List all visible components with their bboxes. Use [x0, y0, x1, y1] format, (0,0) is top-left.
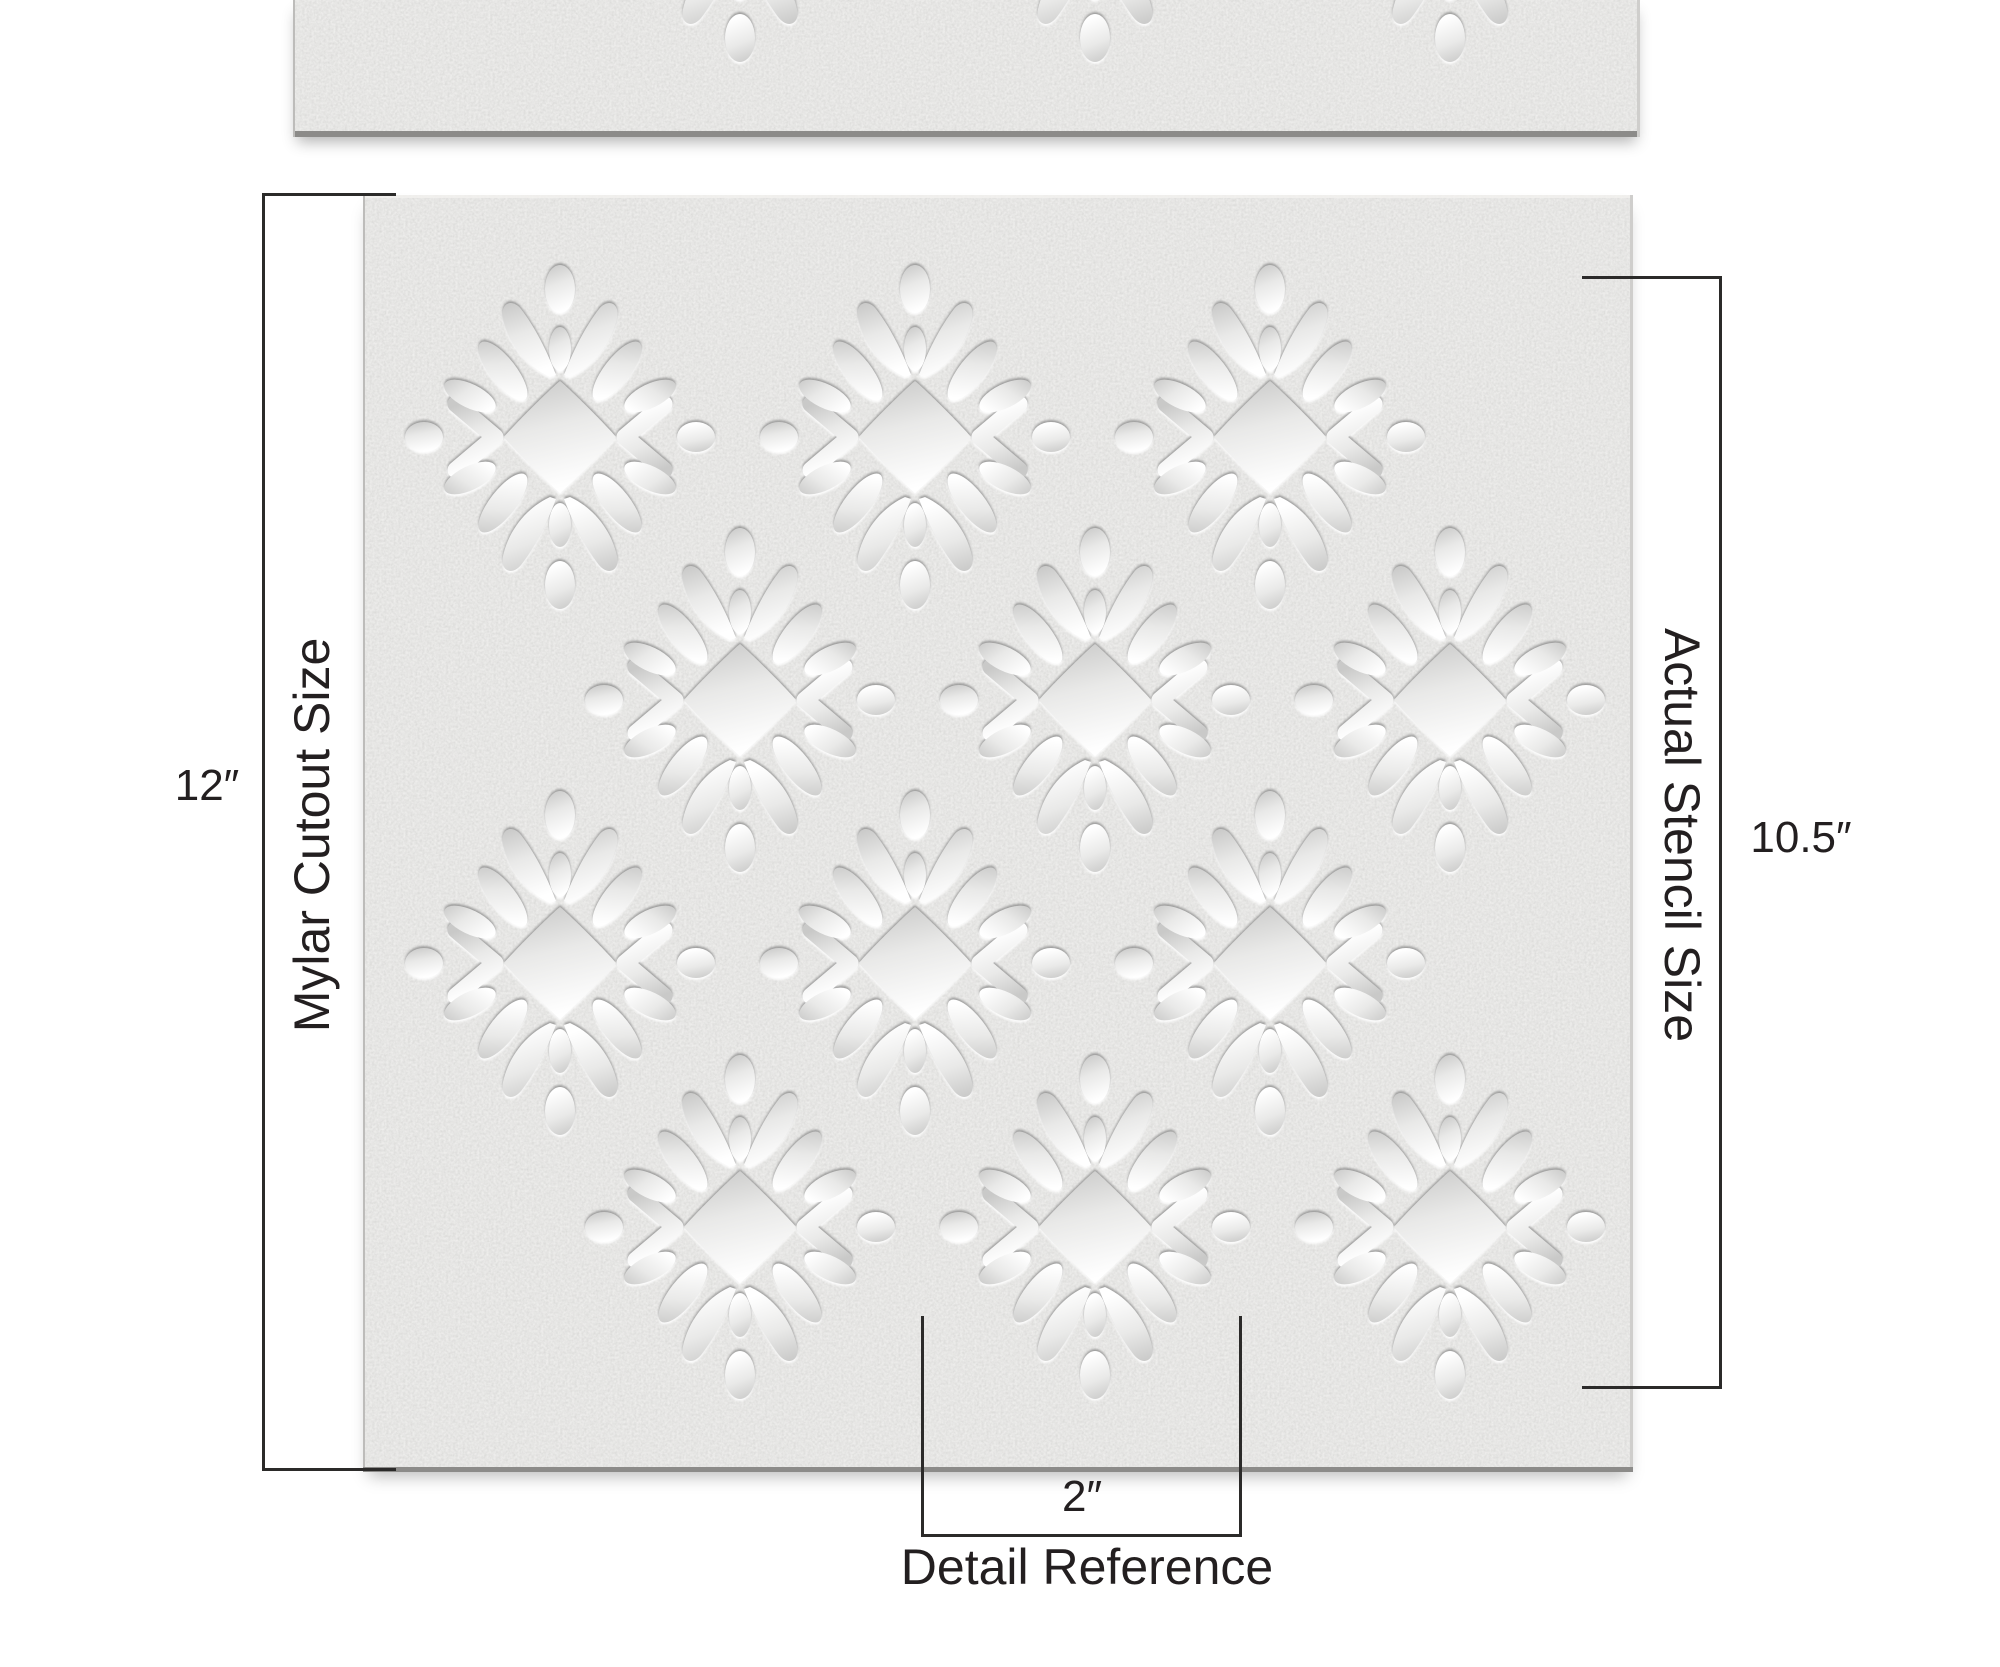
mylar-size-label: Mylar Cutout Size — [284, 637, 340, 1033]
dimension-tick-right-top — [1582, 276, 1722, 279]
stencil-sheet-top-svg — [293, 0, 1640, 137]
detail-bracket-right — [1239, 1316, 1242, 1537]
stencil-sheet-main — [363, 195, 1633, 1472]
dimension-tick-left-bottom — [262, 1468, 396, 1471]
sheet-left-edge — [293, 0, 295, 137]
mylar-size-value: 12″ — [174, 761, 240, 810]
detail-size-value: 2″ — [1061, 1472, 1103, 1521]
dimension-tick-left-top — [262, 193, 396, 196]
stencil-size-label: Actual Stencil Size — [1654, 627, 1710, 1043]
stencil-size-value: 10.5″ — [1750, 813, 1852, 862]
sheet-right-edge — [1630, 195, 1633, 1472]
detail-reference-label: Detail Reference — [900, 1539, 1274, 1595]
sheet-left-edge — [363, 195, 365, 1472]
stencil-sheet-main-svg — [363, 195, 1633, 1472]
dimension-tick-right-bottom — [1582, 1386, 1722, 1389]
dimension-line-left-vertical — [262, 193, 265, 1471]
stencil-sheet-top-partial — [293, 0, 1640, 137]
detail-bracket-bottom — [921, 1534, 1242, 1537]
sheet-texture — [293, 0, 1640, 137]
sheet-bottom-edge — [363, 1467, 1633, 1472]
sheet-top-edge — [363, 195, 1633, 198]
sheet-right-edge — [1637, 0, 1640, 137]
sheet-bottom-edge — [293, 131, 1640, 137]
detail-bracket-left — [921, 1316, 924, 1537]
dimension-line-right-vertical — [1719, 276, 1722, 1389]
